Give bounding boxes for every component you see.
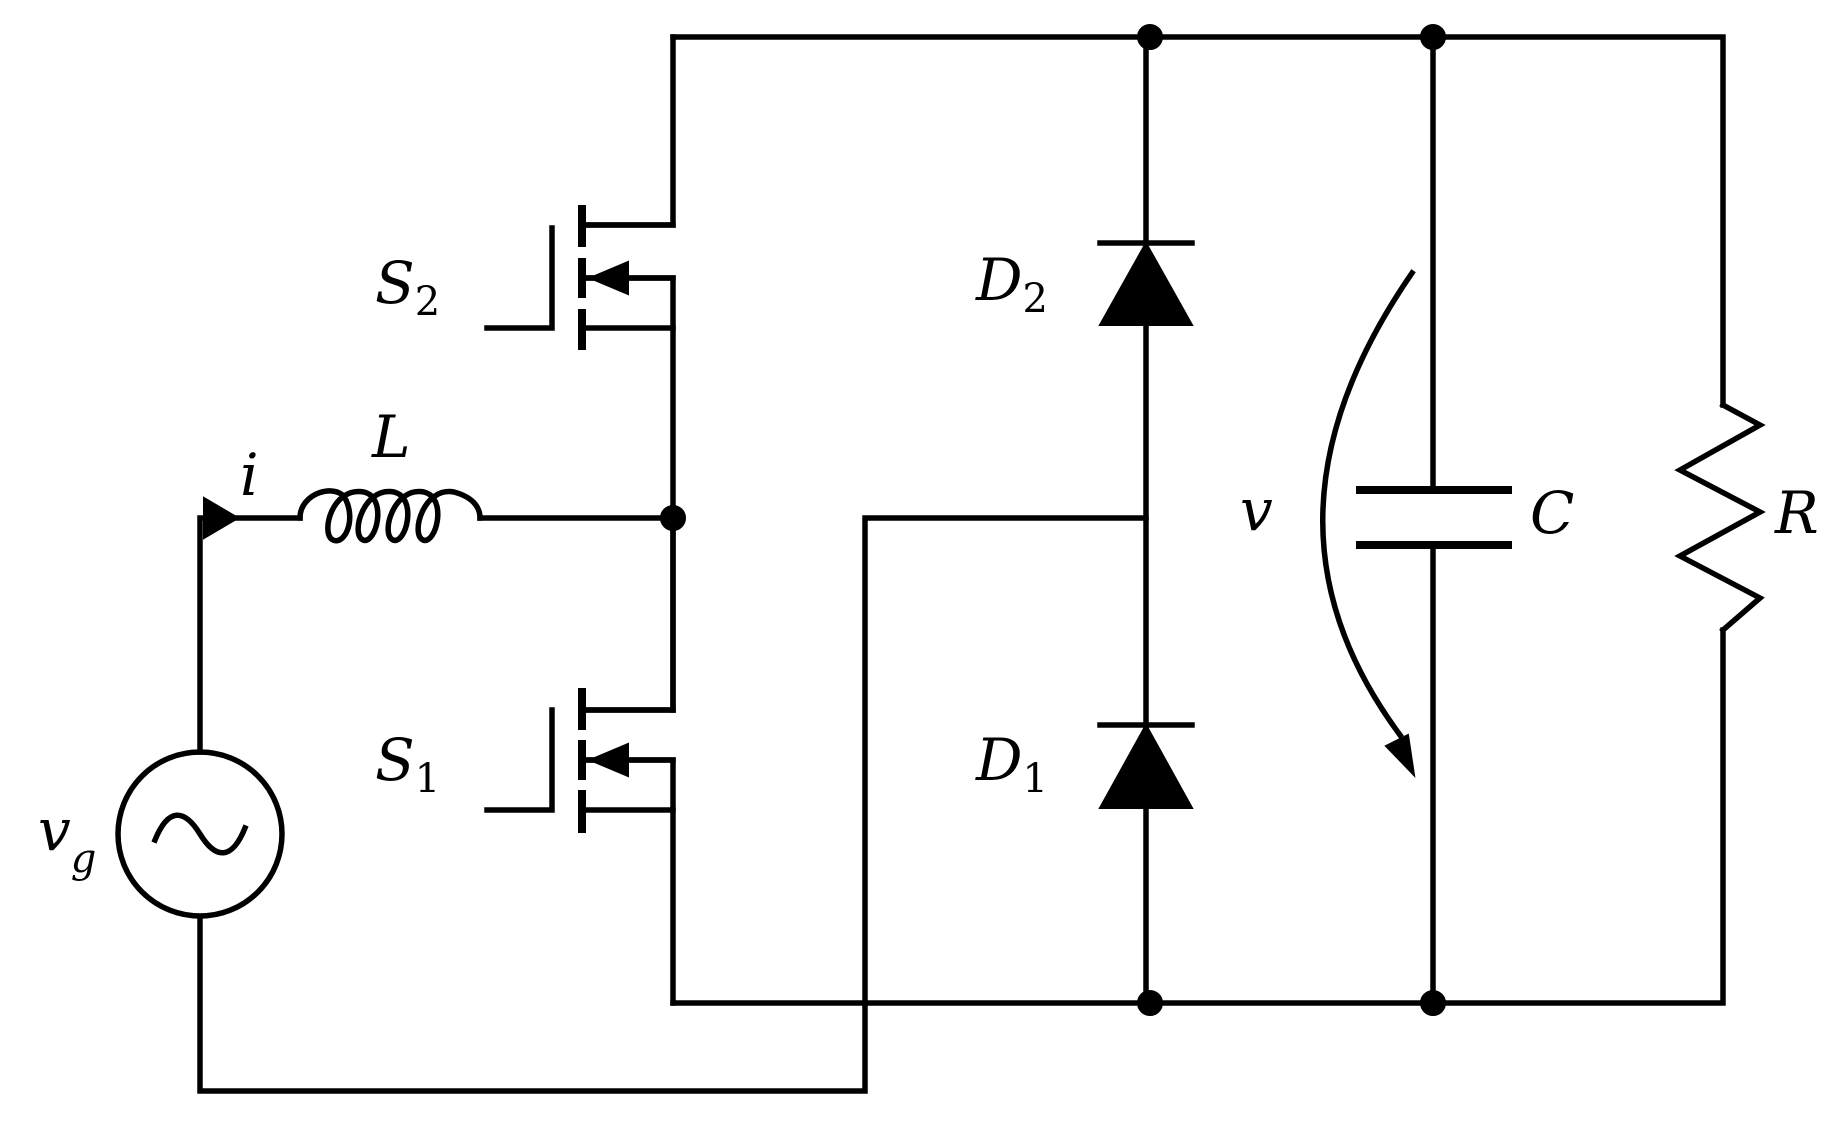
voltage-arrow-head-icon <box>1384 733 1416 778</box>
switch-leg-top-wire <box>584 34 676 228</box>
label-d1: D1 <box>975 726 1048 802</box>
d1-triangle <box>1098 722 1194 809</box>
label-vg: vg <box>38 796 96 882</box>
ac-source-circle <box>115 749 285 919</box>
switch-leg-mid-wire <box>584 275 676 713</box>
junction-dot-midpoint <box>660 505 686 531</box>
label-vg-sub: g <box>71 836 97 882</box>
label-d1-main: D <box>975 726 1023 794</box>
label-d2-sub: 2 <box>1023 276 1048 322</box>
capacitor-symbol <box>1356 486 1512 549</box>
diode-d1-symbol <box>1097 722 1195 809</box>
switch-leg-bottom-wire <box>584 807 676 1006</box>
label-R: R <box>1774 479 1819 547</box>
junction-dot-bottom-capacitor <box>1420 990 1446 1016</box>
inductor-symbol <box>297 488 483 544</box>
ac-source-symbol <box>115 749 285 919</box>
resistor-zigzag <box>1674 401 1766 634</box>
ac-source-sine-icon <box>151 812 249 856</box>
inductor-coil <box>297 488 483 544</box>
junction-dot-top-diode <box>1137 24 1163 50</box>
label-vg-main: v <box>38 796 71 864</box>
mosfet-s1-symbol <box>484 688 676 833</box>
source-top-wire <box>197 515 303 755</box>
s1-body-arrow-icon <box>587 742 629 778</box>
junction-dots <box>660 24 1446 1016</box>
s1-gate-wire <box>484 707 555 813</box>
label-s2-main: S <box>375 249 415 317</box>
s2-gate-wire <box>484 225 555 331</box>
label-d1-sub: 1 <box>1023 756 1048 802</box>
label-s1-sub: 1 <box>415 756 440 802</box>
diode-d2-symbol <box>1097 240 1195 326</box>
label-s1-main: S <box>375 726 415 794</box>
s1-source-wire <box>584 757 676 813</box>
junction-dot-bottom-diode <box>1137 990 1163 1016</box>
voltage-arrow <box>1320 269 1416 778</box>
junction-dot-top-capacitor <box>1420 24 1446 50</box>
label-s2: S2 <box>375 249 440 325</box>
label-L: L <box>371 403 411 471</box>
label-i: i <box>240 441 259 509</box>
labels: vg i L S2 S1 D2 D1 v C R <box>38 246 1819 882</box>
bottom-rail-wire <box>670 627 1726 1006</box>
top-rail-wire <box>670 34 1726 408</box>
s2-body-arrow-icon <box>587 260 629 296</box>
mosfet-s2-symbol <box>484 205 676 350</box>
voltage-arrow-curve <box>1320 269 1416 739</box>
label-s1: S1 <box>375 726 440 802</box>
wires <box>197 34 1726 1094</box>
label-C: C <box>1530 479 1574 547</box>
label-d2: D2 <box>975 246 1048 322</box>
label-v: v <box>1240 476 1273 544</box>
current-arrow-icon <box>203 496 240 540</box>
label-d2-main: D <box>975 246 1023 314</box>
source-bottom-wire <box>197 515 1149 1094</box>
resistor-symbol <box>1674 401 1766 634</box>
d2-triangle <box>1098 240 1194 326</box>
label-s2-sub: 2 <box>415 279 440 325</box>
